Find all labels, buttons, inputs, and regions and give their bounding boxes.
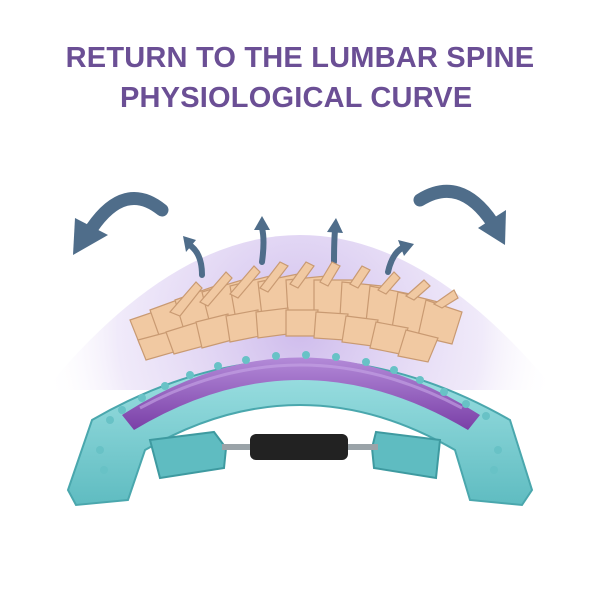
left-bracket bbox=[148, 430, 228, 480]
up-arrow-icon bbox=[385, 240, 414, 275]
headline-line-1: RETURN TO THE LUMBAR SPINE bbox=[65, 42, 535, 74]
foam-handle bbox=[250, 434, 348, 460]
headline: RETURN TO THE LUMBAR SPINE PHYSIOLOGICAL… bbox=[0, 38, 600, 118]
curved-arrow-left-icon bbox=[73, 191, 169, 255]
up-arrow-icon bbox=[183, 236, 205, 278]
right-bracket bbox=[370, 430, 442, 480]
spine-illustration bbox=[129, 261, 463, 363]
back-stretcher-device bbox=[66, 351, 534, 507]
up-arrow-icon bbox=[327, 218, 343, 265]
up-arrow-icon bbox=[254, 216, 270, 265]
purple-pad bbox=[122, 357, 480, 430]
headline-line-2: PHYSIOLOGICAL CURVE bbox=[120, 82, 473, 114]
curved-arrow-right-icon bbox=[413, 184, 506, 245]
